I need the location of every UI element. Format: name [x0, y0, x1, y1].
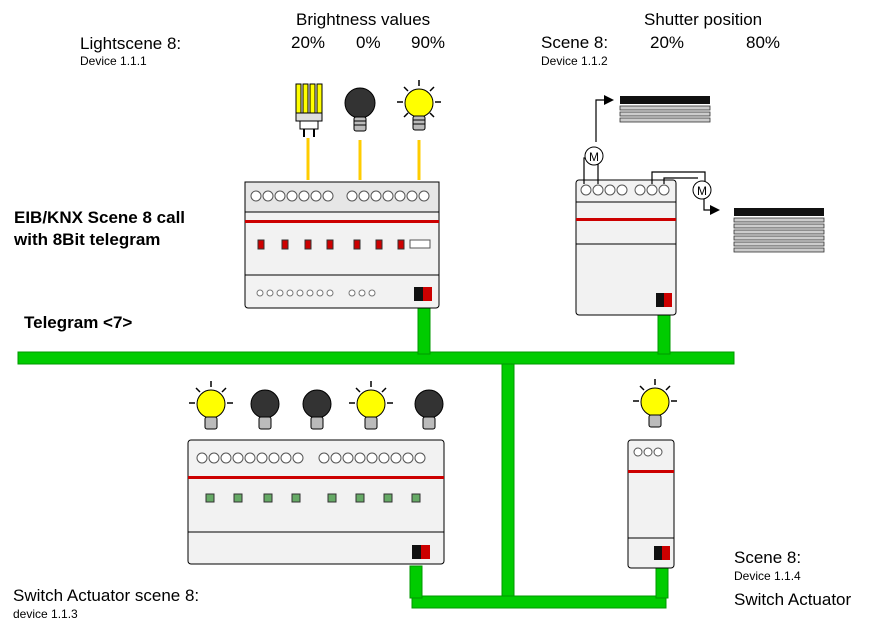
shutter-20-icon	[619, 96, 711, 123]
brightness-value-1: 20%	[291, 33, 326, 52]
switch-actuator-small-device	[627, 439, 675, 569]
small-scene-type: Switch Actuator	[734, 590, 852, 609]
lightscene-device: Device 1.1.1	[80, 54, 147, 68]
scene-call-line-1: EIB/KNX Scene 8 call	[14, 208, 186, 227]
scene-call-line-2: with 8Bit telegram	[14, 230, 161, 249]
bulb-off-icon	[302, 389, 332, 430]
bulb-off-icon	[344, 87, 376, 132]
fluorescent-lamp-icon	[295, 83, 323, 137]
motor-icon: M	[692, 180, 712, 200]
switch-actuator-scene-device: device 1.1.3	[13, 607, 78, 621]
telegram-label: Telegram <7>	[24, 313, 133, 332]
arrow-down-icon	[710, 205, 720, 215]
arrow-up-icon	[604, 95, 614, 105]
motor-icon: M	[584, 146, 604, 166]
bulb-on-icon	[633, 379, 677, 428]
brightness-value-2: 0%	[356, 33, 381, 52]
bus-bottom-line	[411, 595, 667, 609]
svg-text:M: M	[697, 184, 707, 198]
bulb-off-icon	[414, 389, 444, 430]
bulb-on-icon	[189, 381, 233, 430]
shutter-value-2: 80%	[746, 33, 781, 52]
small-scene-title: Scene 8:	[734, 548, 802, 567]
shutter-position-title: Shutter position	[644, 10, 763, 29]
bus-drop-device-1-1-3	[409, 565, 423, 599]
bus-trunk-vertical	[501, 363, 515, 605]
brightness-value-3: 90%	[411, 33, 446, 52]
lightscene-title: Lightscene 8:	[80, 34, 182, 53]
shutter-actuator-device	[575, 179, 677, 316]
bus-drop-device-1-1-1	[417, 305, 431, 355]
switch-actuator-large-device	[187, 439, 445, 565]
svg-text:M: M	[589, 150, 599, 164]
bulb-on-icon	[397, 80, 441, 131]
shutter-80-icon	[733, 208, 825, 253]
bus-main-line	[17, 351, 735, 365]
brightness-values-title: Brightness values	[296, 10, 431, 29]
dimmer-actuator-device	[244, 181, 440, 309]
shutter-scene-title: Scene 8:	[541, 33, 609, 52]
bulb-off-icon	[250, 389, 280, 430]
shutter-value-1: 20%	[650, 33, 685, 52]
switch-actuator-scene-title: Switch Actuator scene 8:	[13, 586, 200, 605]
bus-drop-device-1-1-4	[655, 567, 669, 599]
knx-bus	[17, 305, 735, 609]
load-wires-top	[306, 138, 421, 180]
shutter-device: Device 1.1.2	[541, 54, 608, 68]
bulb-on-icon	[349, 381, 393, 430]
small-scene-device: Device 1.1.4	[734, 569, 801, 583]
